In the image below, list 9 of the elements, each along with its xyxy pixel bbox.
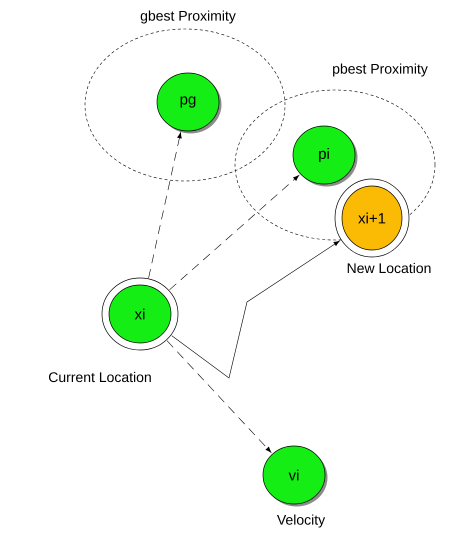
arrow <box>169 175 300 290</box>
node-caption: New Location <box>348 262 430 274</box>
node-caption: Velocity <box>276 514 326 528</box>
arrow <box>148 132 182 278</box>
arrow <box>171 240 340 378</box>
arrow <box>166 340 272 453</box>
node-caption: Current Location <box>48 372 151 382</box>
node-label: gbest Proximity <box>140 10 236 24</box>
node-label: pbest Proximity <box>333 63 428 77</box>
